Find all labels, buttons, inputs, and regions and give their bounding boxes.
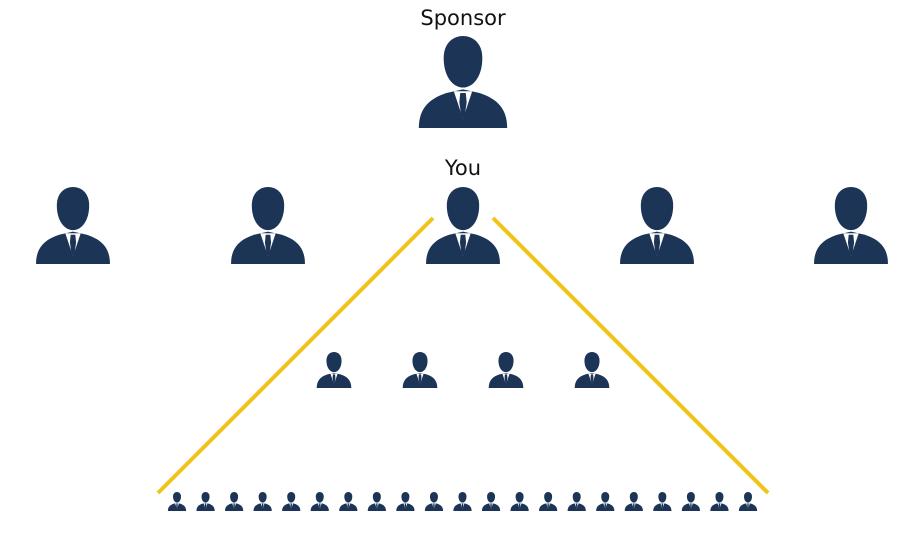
triangle-right-line <box>491 216 770 495</box>
sponsor-person-icon <box>418 36 508 128</box>
downline-level2-person-icon <box>339 492 358 511</box>
downline-level2-person-icon <box>539 492 558 511</box>
downline-level2-person-icon <box>196 492 215 511</box>
downline-level2-person-icon <box>367 492 386 511</box>
downline-level2-person-icon <box>710 492 729 511</box>
downline-level2-person-icon <box>596 492 615 511</box>
sponsor-label: Sponsor <box>420 6 506 30</box>
downline-level1-person-icon <box>402 352 438 388</box>
downline-level2-person-icon <box>396 492 415 511</box>
downline-level2-person-icon <box>253 492 272 511</box>
downline-level2-person-icon <box>510 492 529 511</box>
downline-level1-person-icon <box>574 352 610 388</box>
triangle-left-line <box>156 216 435 495</box>
downline-level2-person-icon <box>738 492 758 511</box>
downline-level2-person-icon <box>310 492 329 511</box>
downline-level1-person-icon <box>488 352 524 388</box>
downline-level2-person-icon <box>624 492 643 511</box>
downline-level2-person-icon <box>653 492 672 511</box>
downline-level1-person-icon <box>316 352 352 388</box>
downline-level2-person-icon <box>282 492 301 511</box>
peer-person-icon <box>814 187 888 264</box>
downline-level2-person-icon <box>567 492 586 511</box>
you-label: You <box>444 156 482 180</box>
downline-level2-person-icon <box>681 492 701 511</box>
downline-level2-person-icon <box>453 492 472 511</box>
downline-level2-person-icon <box>481 492 501 511</box>
downline-level2-person-icon <box>167 492 187 511</box>
peer-person-icon <box>231 187 305 264</box>
downline-level2-person-icon <box>424 492 444 511</box>
you-person-icon <box>426 187 500 264</box>
downline-level2-person-icon <box>224 492 244 511</box>
peer-person-icon <box>620 187 694 264</box>
peer-person-icon <box>36 187 110 264</box>
